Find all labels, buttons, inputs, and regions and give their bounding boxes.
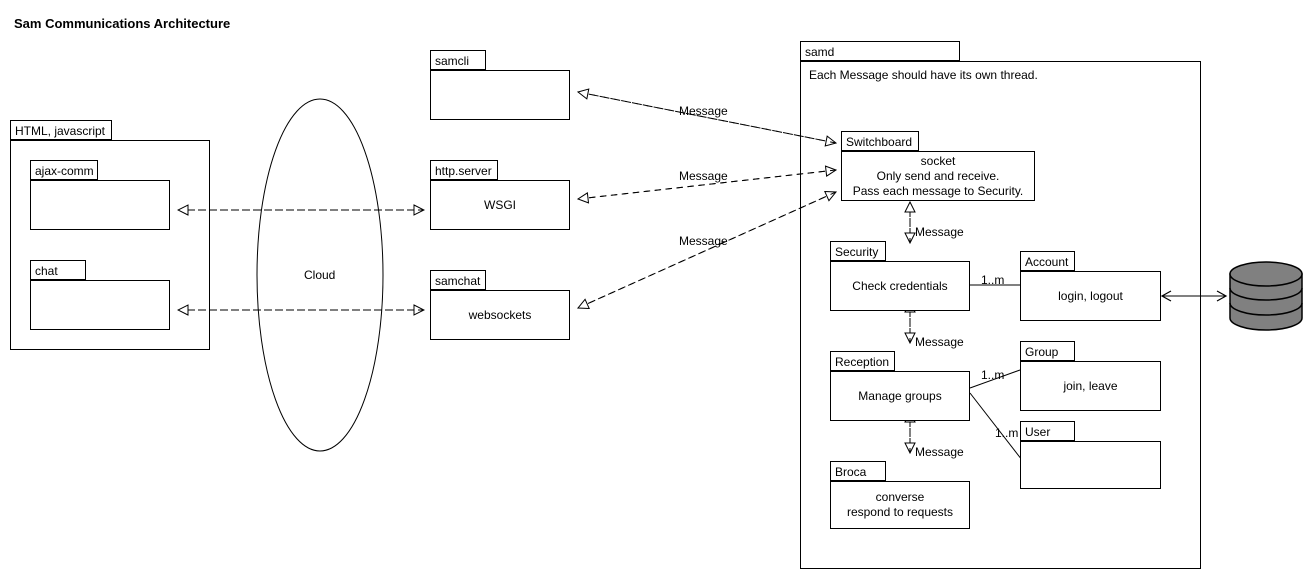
package-body-html-javascript: [10, 140, 210, 350]
component-body-user[interactable]: [1020, 441, 1161, 489]
database-icon: [1229, 261, 1303, 331]
component-tab-switchboard[interactable]: Switchboard: [841, 131, 919, 151]
connector-websockets-to-switchboard: [578, 192, 836, 308]
component-tab-account[interactable]: Account: [1020, 251, 1075, 271]
edge-label-message-websockets: Message: [679, 234, 728, 248]
page-title: Sam Communications Architecture: [14, 16, 231, 31]
package-tab-html-javascript[interactable]: HTML, javascript: [10, 120, 112, 140]
component-tab-reception[interactable]: Reception: [830, 351, 895, 371]
edge-label-message-switchboard-security: Message: [915, 225, 964, 239]
edge-label-multiplicity-account: 1..m: [981, 273, 1005, 287]
component-body-reception[interactable]: Manage groups: [830, 371, 970, 421]
samd-note: Each Message should have its own thread.: [809, 68, 1038, 82]
component-body-ajax-comm[interactable]: [30, 180, 170, 230]
component-body-chat[interactable]: [30, 280, 170, 330]
package-body-samchat[interactable]: websockets: [430, 290, 570, 340]
component-body-security[interactable]: Check credentials: [830, 261, 970, 311]
component-tab-security[interactable]: Security: [830, 241, 886, 261]
connector-reception-to-group: [969, 369, 1021, 389]
component-tab-group[interactable]: Group: [1020, 341, 1075, 361]
package-body-samcli[interactable]: [430, 70, 570, 120]
component-tab-chat[interactable]: chat: [30, 260, 86, 280]
edge-label-message-wsgi: Message: [679, 169, 728, 183]
connector-reception-to-user: [969, 392, 1023, 461]
edge-label-message-security-reception: Message: [915, 335, 964, 349]
edge-label-message-reception-broca: Message: [915, 445, 964, 459]
package-body-samd: Each Message should have its own thread.: [800, 61, 1201, 569]
component-tab-broca[interactable]: Broca: [830, 461, 886, 481]
component-body-group[interactable]: join, leave: [1020, 361, 1161, 411]
edge-label-multiplicity-user: 1..m: [995, 426, 1019, 440]
cloud-label: Cloud: [304, 268, 336, 282]
package-tab-samd[interactable]: samd: [800, 41, 960, 61]
edge-label-multiplicity-group: 1..m: [981, 368, 1005, 382]
package-tab-samcli[interactable]: samcli: [430, 50, 486, 70]
component-body-switchboard[interactable]: socket Only send and receive. Pass each …: [841, 151, 1035, 201]
package-tab-samchat[interactable]: samchat: [430, 270, 486, 290]
component-tab-user[interactable]: User: [1020, 421, 1075, 441]
edge-label-message-samcli: Message: [679, 104, 728, 118]
component-tab-ajax-comm[interactable]: ajax-comm: [30, 160, 98, 180]
package-tab-http-server[interactable]: http.server: [430, 160, 498, 180]
component-body-broca[interactable]: converse respond to requests: [830, 481, 970, 529]
package-body-http-server[interactable]: WSGI: [430, 180, 570, 230]
cloud-shape: [256, 98, 384, 452]
component-body-account[interactable]: login, logout: [1020, 271, 1161, 321]
